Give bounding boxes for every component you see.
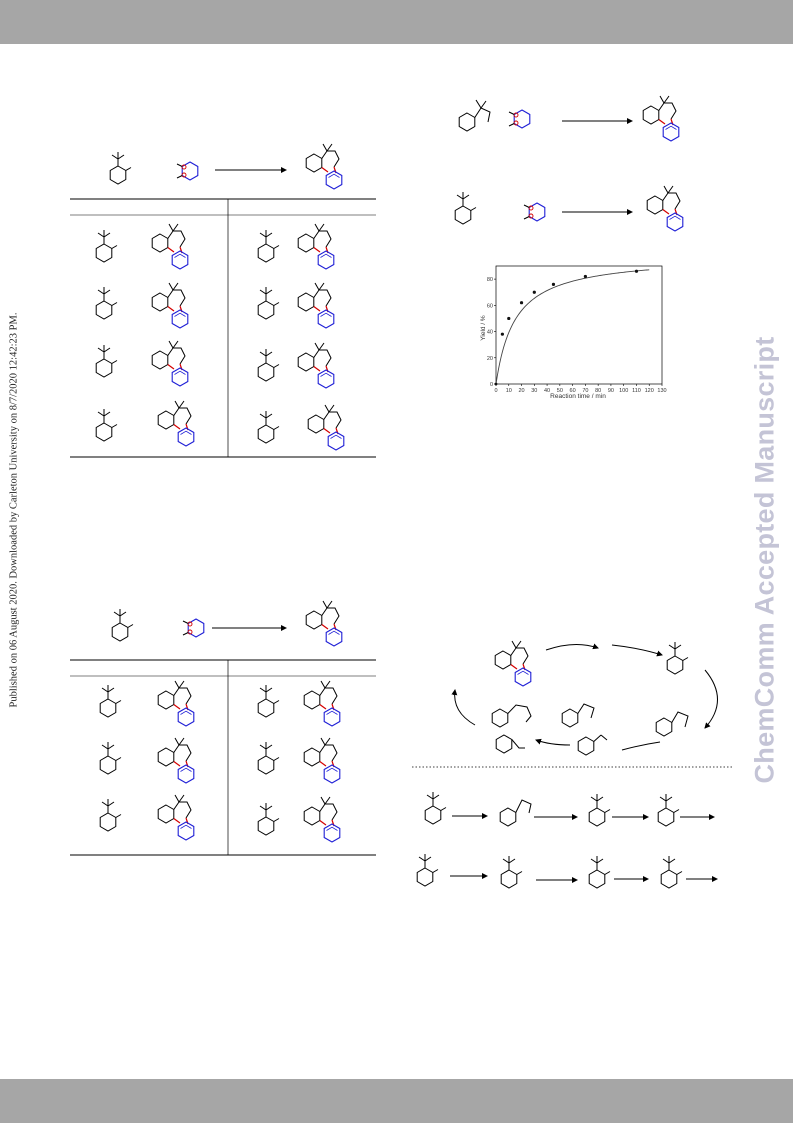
x-tick-label: 100	[619, 388, 628, 394]
scheme-3b	[455, 186, 683, 231]
chart-ylabel: Yield / %	[480, 315, 487, 341]
x-tick-label: 70	[582, 388, 588, 394]
data-point	[519, 301, 524, 305]
x-tick-label: 50	[557, 388, 563, 394]
scheme-2-product	[306, 601, 342, 646]
data-point	[634, 269, 639, 273]
x-tick-label: 130	[657, 388, 666, 394]
x-tick-label: 120	[645, 388, 654, 394]
scheme-1-reactant	[110, 152, 131, 184]
x-tick-label: 80	[595, 388, 601, 394]
x-tick-label: 10	[506, 388, 512, 394]
mechanistic-sequence-2	[417, 854, 718, 888]
origin-point	[494, 382, 498, 386]
chart-points	[494, 269, 650, 386]
scheme-1-product	[306, 144, 342, 189]
y-tick-label: 60	[487, 303, 493, 309]
y-tick-label: 40	[487, 330, 493, 336]
scheme-1-reagent	[176, 161, 199, 181]
scheme-3a	[458, 96, 679, 141]
scheme-1-table-entries	[96, 224, 344, 450]
scheme-2-table-entries	[100, 681, 340, 842]
x-tick-label: 20	[518, 388, 524, 394]
x-tick-label: 60	[570, 388, 576, 394]
scheme-2-reactant	[112, 609, 133, 641]
x-tick-label: 40	[544, 388, 550, 394]
y-tick-label: 0	[490, 382, 493, 388]
x-tick-label: 90	[608, 388, 614, 394]
journal-header-bar	[0, 0, 793, 44]
chart-xlabel: Reaction time / min	[550, 393, 606, 400]
x-tick-label: 110	[632, 388, 641, 394]
x-tick-label: 0	[494, 388, 497, 394]
data-point	[507, 316, 511, 321]
chart-frame	[495, 265, 663, 385]
scheme-2-reagent	[182, 618, 205, 638]
y-tick-label: 80	[487, 277, 493, 283]
x-tick-label: 30	[531, 388, 537, 394]
data-point	[500, 332, 504, 336]
catalytic-cycle	[451, 641, 718, 756]
data-point	[551, 282, 556, 286]
y-tick-label: 20	[487, 356, 493, 362]
data-point	[583, 274, 587, 279]
journal-footer-bar	[0, 1079, 793, 1123]
data-point	[532, 290, 536, 294]
mechanistic-sequence-1	[425, 792, 715, 827]
fit-curve	[495, 269, 650, 385]
